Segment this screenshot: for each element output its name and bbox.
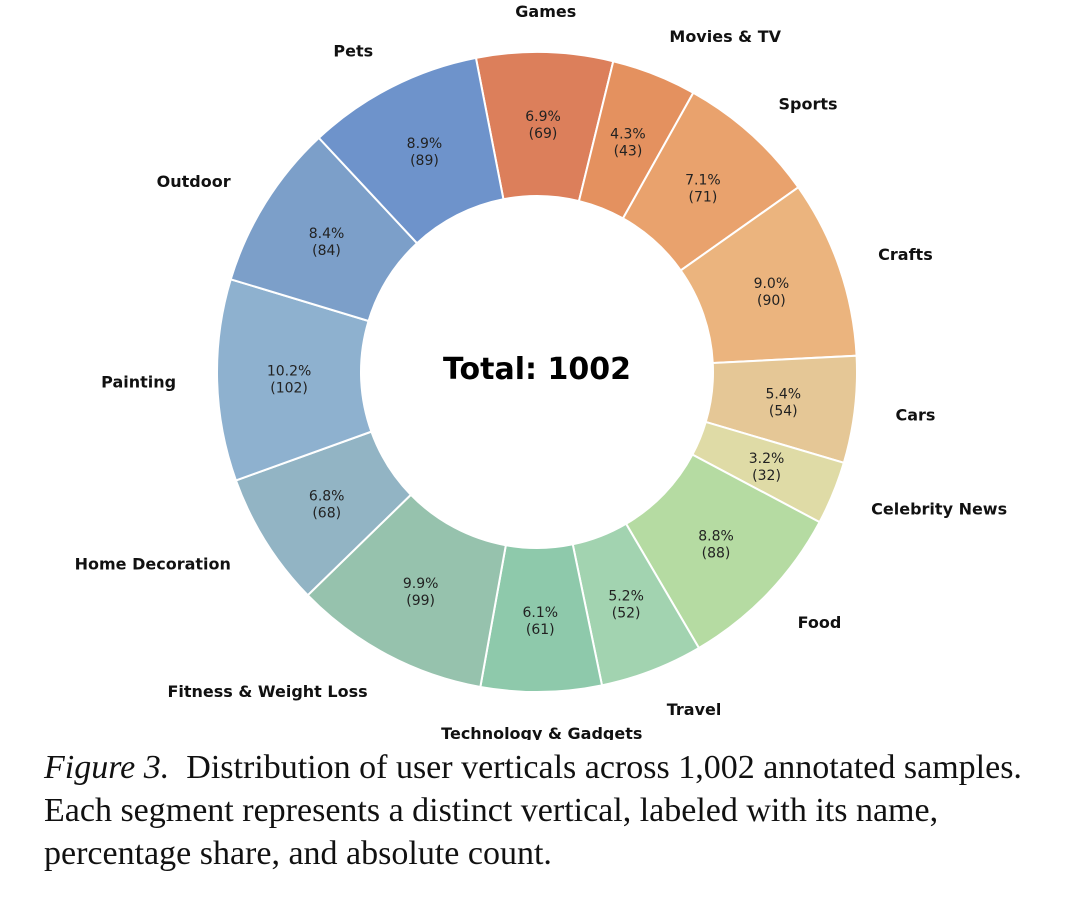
slice-percent-sports: 7.1%: [685, 173, 721, 189]
slice-count-cars: (54): [769, 403, 798, 419]
slice-percent-food: 8.8%: [698, 529, 734, 545]
slice-pets: [317, 56, 505, 245]
category-label-food: Food: [798, 613, 842, 632]
slice-count-crafts: (90): [757, 293, 786, 309]
figure-caption: Figure 3. Distribution of user verticals…: [44, 746, 1044, 875]
caption-text: Distribution of user verticals across 1,…: [44, 749, 1022, 872]
category-label-games: Games: [515, 2, 576, 21]
category-label-sports: Sports: [779, 95, 838, 114]
slice-percent-technology-gadgets: 6.1%: [523, 605, 559, 621]
caption-figure-label: Figure 3.: [44, 749, 170, 786]
category-label-technology-gadgets: Technology & Gadgets: [441, 724, 642, 740]
slice-count-technology-gadgets: (61): [526, 622, 555, 638]
slice-count-fitness-weight-loss: (99): [406, 593, 435, 609]
category-label-movies-tv: Movies & TV: [669, 27, 781, 46]
donut-chart: 6.9%(69) 4.3%(43) 7.1%(71) 9.0%(90) 5.4%(54)…: [75, 2, 1007, 740]
slices-group: [216, 51, 858, 693]
slice-percent-pets: 8.9%: [407, 136, 443, 152]
category-label-pets: Pets: [333, 41, 373, 60]
category-label-cars: Cars: [895, 406, 935, 425]
slice-percent-outdoor: 8.4%: [309, 226, 345, 242]
slice-percent-painting: 10.2%: [267, 363, 311, 379]
center-total-label: Total: 1002: [443, 352, 631, 387]
slice-percent-home-decoration: 6.8%: [309, 488, 345, 504]
slice-percent-fitness-weight-loss: 9.9%: [403, 576, 439, 592]
slice-count-pets: (89): [410, 153, 439, 169]
slice-count-movies-tv: (43): [614, 143, 643, 159]
slice-count-travel: (52): [612, 605, 641, 621]
category-label-painting: Painting: [101, 372, 176, 391]
slice-count-home-decoration: (68): [312, 505, 341, 521]
slice-percent-crafts: 9.0%: [754, 276, 790, 292]
slice-count-food: (88): [702, 546, 731, 562]
slice-count-painting: (102): [270, 380, 308, 396]
slice-percent-travel: 5.2%: [608, 588, 644, 604]
slice-percent-movies-tv: 4.3%: [610, 126, 646, 142]
category-label-home-decoration: Home Decoration: [75, 554, 231, 573]
slice-count-sports: (71): [689, 190, 718, 206]
slice-percent-celebrity-news: 3.2%: [749, 451, 785, 467]
category-label-outdoor: Outdoor: [157, 172, 231, 191]
category-label-fitness-weight-loss: Fitness & Weight Loss: [167, 682, 367, 701]
slice-count-celebrity-news: (32): [752, 468, 781, 484]
slice-percent-games: 6.9%: [525, 109, 561, 125]
category-label-celebrity-news: Celebrity News: [871, 500, 1007, 519]
value-labels-group: 6.9%(69) 4.3%(43) 7.1%(71) 9.0%(90) 5.4%(54)…: [267, 109, 801, 638]
slice-count-games: (69): [529, 126, 558, 142]
slice-count-outdoor: (84): [312, 243, 341, 259]
category-label-crafts: Crafts: [878, 245, 933, 264]
category-label-travel: Travel: [667, 700, 722, 719]
slice-percent-cars: 5.4%: [765, 386, 801, 402]
